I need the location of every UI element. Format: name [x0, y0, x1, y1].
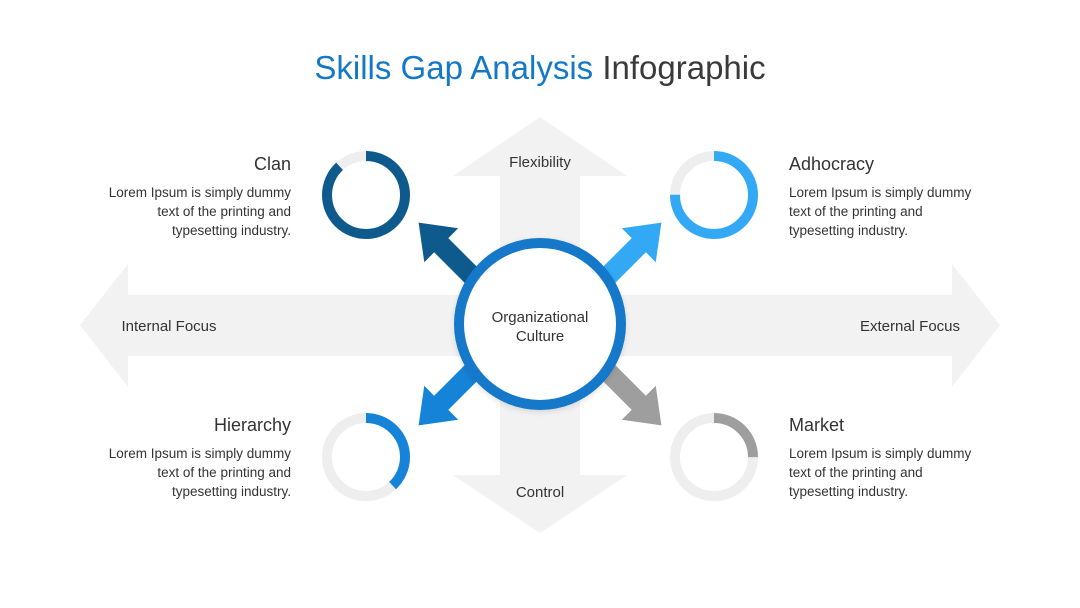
- donut-clan: [322, 151, 410, 239]
- donut-arc-hierarchy: [322, 413, 410, 501]
- axis-label-top: Flexibility: [509, 154, 571, 171]
- diagonal-arrow-clan: [418, 222, 486, 290]
- quadrant-text-clan: Lorem Ipsum is simply dummy text of the …: [108, 185, 291, 238]
- donut-adhocracy: [670, 151, 758, 239]
- quadrant-title-adhocracy: Adhocracy: [789, 154, 875, 174]
- quadrant-text-adhocracy: Lorem Ipsum is simply dummy text of the …: [789, 185, 972, 238]
- quadrant-text-hierarchy: Lorem Ipsum is simply dummy text of the …: [108, 446, 291, 499]
- title-rest: Infographic: [602, 49, 766, 86]
- quadrant-title-market: Market: [789, 415, 845, 435]
- page-title: Skills Gap Analysis Infographic: [0, 48, 1080, 88]
- axis-label-left: Internal Focus: [121, 318, 216, 335]
- quadrant-text-market: Lorem Ipsum is simply dummy text of the …: [789, 446, 972, 499]
- quadrant-title-hierarchy: Hierarchy: [213, 415, 291, 435]
- axis-label-right: External Focus: [860, 318, 960, 335]
- quadrant-clan: Clan Lorem Ipsum is simply dummy text of…: [91, 153, 291, 240]
- donut-market: [670, 413, 758, 501]
- donut-arc-adhocracy: [670, 151, 758, 239]
- diagonal-arrow-adhocracy: [594, 222, 662, 290]
- donut-arc-clan: [322, 151, 410, 239]
- quadrant-hierarchy: Hierarchy Lorem Ipsum is simply dummy te…: [91, 414, 291, 501]
- donut-hierarchy: [322, 413, 410, 501]
- center-circle: [454, 238, 626, 410]
- center-label-line1: Organizational: [492, 309, 589, 326]
- quadrant-adhocracy: Adhocracy Lorem Ipsum is simply dummy te…: [789, 153, 989, 240]
- diagonal-arrow-hierarchy: [418, 358, 486, 426]
- axis-label-bottom: Control: [516, 484, 564, 501]
- donut-arc-market: [670, 413, 758, 501]
- diagonal-arrow-market: [594, 358, 662, 426]
- quadrant-market: Market Lorem Ipsum is simply dummy text …: [789, 414, 989, 501]
- center-label-line2: Culture: [516, 328, 564, 345]
- title-accent: Skills Gap Analysis: [314, 49, 594, 86]
- quadrant-title-clan: Clan: [253, 154, 291, 174]
